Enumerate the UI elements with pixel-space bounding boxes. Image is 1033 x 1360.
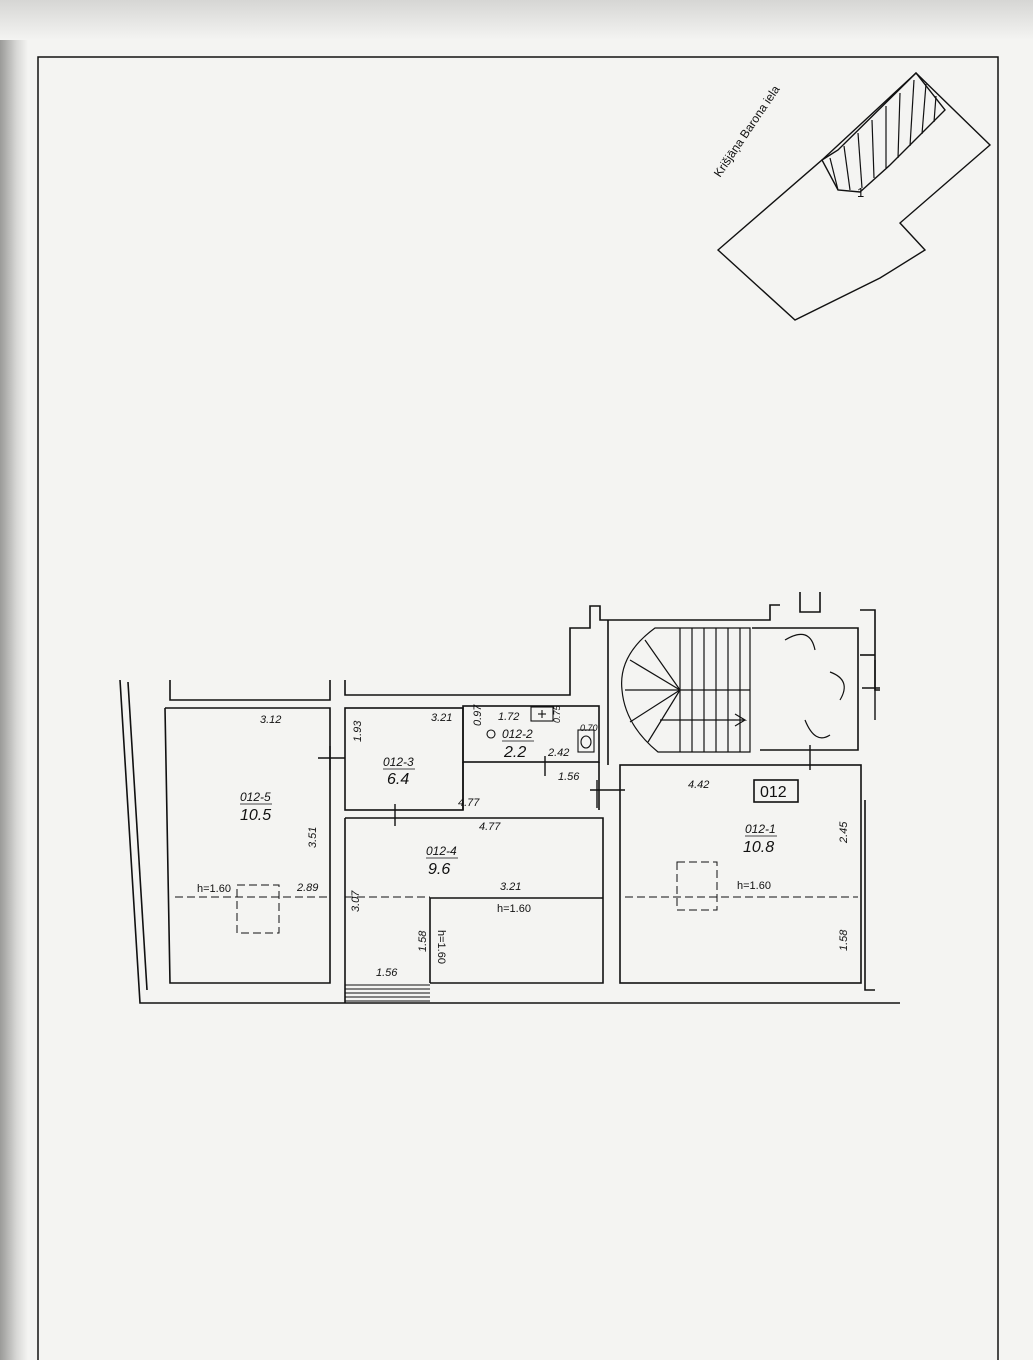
room-area: 2.2	[503, 744, 526, 761]
dimension: 3.12	[260, 714, 281, 726]
dimension: 1.93	[352, 720, 364, 742]
height-label: h=1.60	[737, 880, 771, 892]
room-id: 012-2	[502, 727, 533, 741]
sanitary-fixtures	[486, 706, 595, 753]
dimension: 3.51	[307, 827, 319, 848]
dimension: 2.42	[547, 747, 569, 759]
dimension: 2.89	[296, 882, 318, 894]
scan-edge	[0, 0, 28, 1360]
height-labels: h=1.60 h=1.60 h=1.60 h=1.60	[197, 880, 771, 964]
section-lines	[175, 861, 858, 934]
room-012-5-label: 012-5 10.5	[240, 790, 272, 824]
dimension: 3.21	[500, 881, 521, 893]
dimension: 0.97	[472, 704, 484, 726]
sheet-frame	[37, 56, 999, 1360]
height-label: h=1.60	[435, 930, 447, 964]
dimension: 1.56	[376, 967, 398, 979]
dimension: 2.45	[838, 821, 850, 844]
staircase	[621, 627, 845, 753]
dimension: 1.58	[838, 929, 850, 951]
site-plan-hatching	[829, 79, 937, 191]
site-plan-outline	[716, 72, 992, 321]
site-plan-hatched-building	[821, 71, 946, 193]
room-id: 012-4	[426, 844, 457, 858]
height-label: h=1.60	[197, 883, 231, 895]
room-id: 012-1	[745, 822, 776, 836]
street-label: Krišjāņa Barona iela	[711, 83, 783, 180]
dimension-labels: 3.12 3.51 2.89 1.93 3.21 4.77 0.97 1.72 …	[260, 704, 850, 979]
dimension: 1.58	[417, 930, 429, 952]
room-012-2-label: 012-2 2.2	[502, 727, 534, 761]
dimension: 0.70	[580, 723, 598, 733]
room-area: 9.6	[428, 861, 450, 878]
door-marks	[318, 660, 880, 826]
dimension: 3.07	[350, 890, 362, 912]
unit-id-box	[753, 779, 799, 803]
scan-top-shade	[0, 0, 1033, 40]
building-number: 1	[857, 185, 864, 200]
unit-id: 012	[760, 784, 787, 801]
room-012-3-label: 012-3 6.4	[383, 755, 415, 788]
dimension: 4.42	[688, 779, 709, 791]
walls	[119, 592, 900, 1004]
site-plan: Krišjāņa Barona iela 1	[711, 71, 992, 321]
dimension: 4.77	[479, 821, 501, 833]
room-area: 6.4	[387, 771, 409, 788]
dimension: 1.72	[498, 711, 519, 723]
dimension: 0.75	[552, 704, 562, 723]
room-id: 012-3	[383, 755, 414, 769]
dimension: 4.77	[458, 797, 480, 809]
room-id: 012-5	[240, 790, 271, 804]
dimension: 1.56	[558, 771, 580, 783]
dimension: 3.21	[431, 712, 452, 724]
room-012-4-label: 012-4 9.6	[426, 844, 458, 878]
room-area: 10.5	[240, 807, 271, 824]
room-area: 10.8	[743, 839, 774, 856]
room-012-1-label: 012-1 10.8	[743, 822, 777, 856]
height-label: h=1.60	[497, 903, 531, 915]
